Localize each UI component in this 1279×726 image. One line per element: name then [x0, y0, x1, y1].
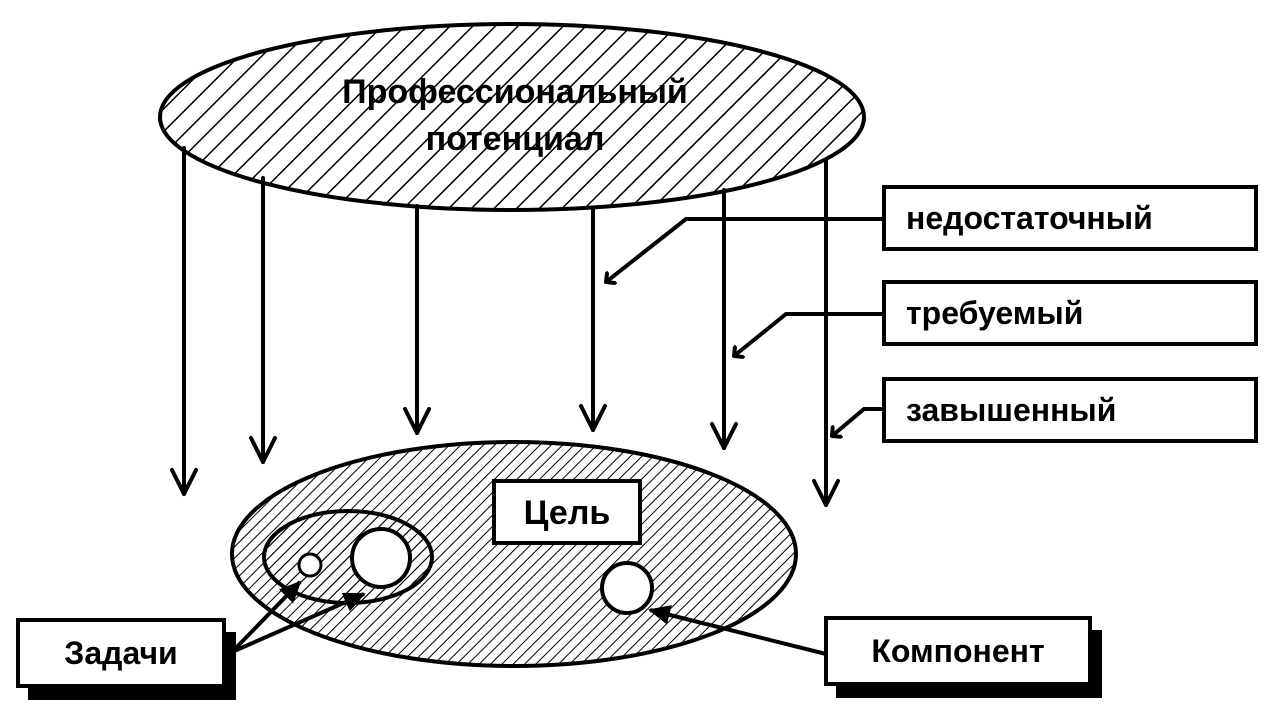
down-arrow-4 [579, 206, 607, 432]
component-circle [600, 561, 654, 615]
down-arrow-3 [403, 204, 431, 435]
down-arrow-6 [812, 158, 840, 507]
label-excessive: завышенный [906, 392, 1116, 428]
label-required: требуемый [906, 295, 1083, 331]
label-insufficient: недостаточный [906, 200, 1153, 236]
small-task-circle [297, 552, 323, 578]
professional-potential-ellipse: Профессиональный потенциал [158, 22, 866, 212]
potential-title-line2: потенциал [426, 120, 605, 158]
component-arrow [648, 605, 827, 656]
tasks-inner-ellipse [262, 509, 434, 605]
level-excessive: завышенный [832, 377, 1258, 443]
tasks-arrows [230, 580, 366, 654]
label-goal: Цель [524, 494, 611, 532]
goal-ellipse: Цель [230, 440, 798, 668]
label-tasks: Задачи [64, 635, 177, 671]
potential-title-line1: Профессиональный [342, 73, 688, 111]
tasks-box: Задачи [16, 618, 236, 700]
down-arrow-1 [170, 146, 198, 496]
level-required: требуемый [734, 280, 1258, 356]
down-arrow-5 [710, 188, 738, 450]
large-task-circle [350, 527, 412, 589]
label-component: Компонент [871, 633, 1044, 669]
level-insufficient: недостаточный [606, 185, 1258, 282]
down-arrow-2 [249, 176, 277, 464]
component-box: Компонент [824, 616, 1102, 698]
goal-label-box: Цель [492, 479, 642, 545]
